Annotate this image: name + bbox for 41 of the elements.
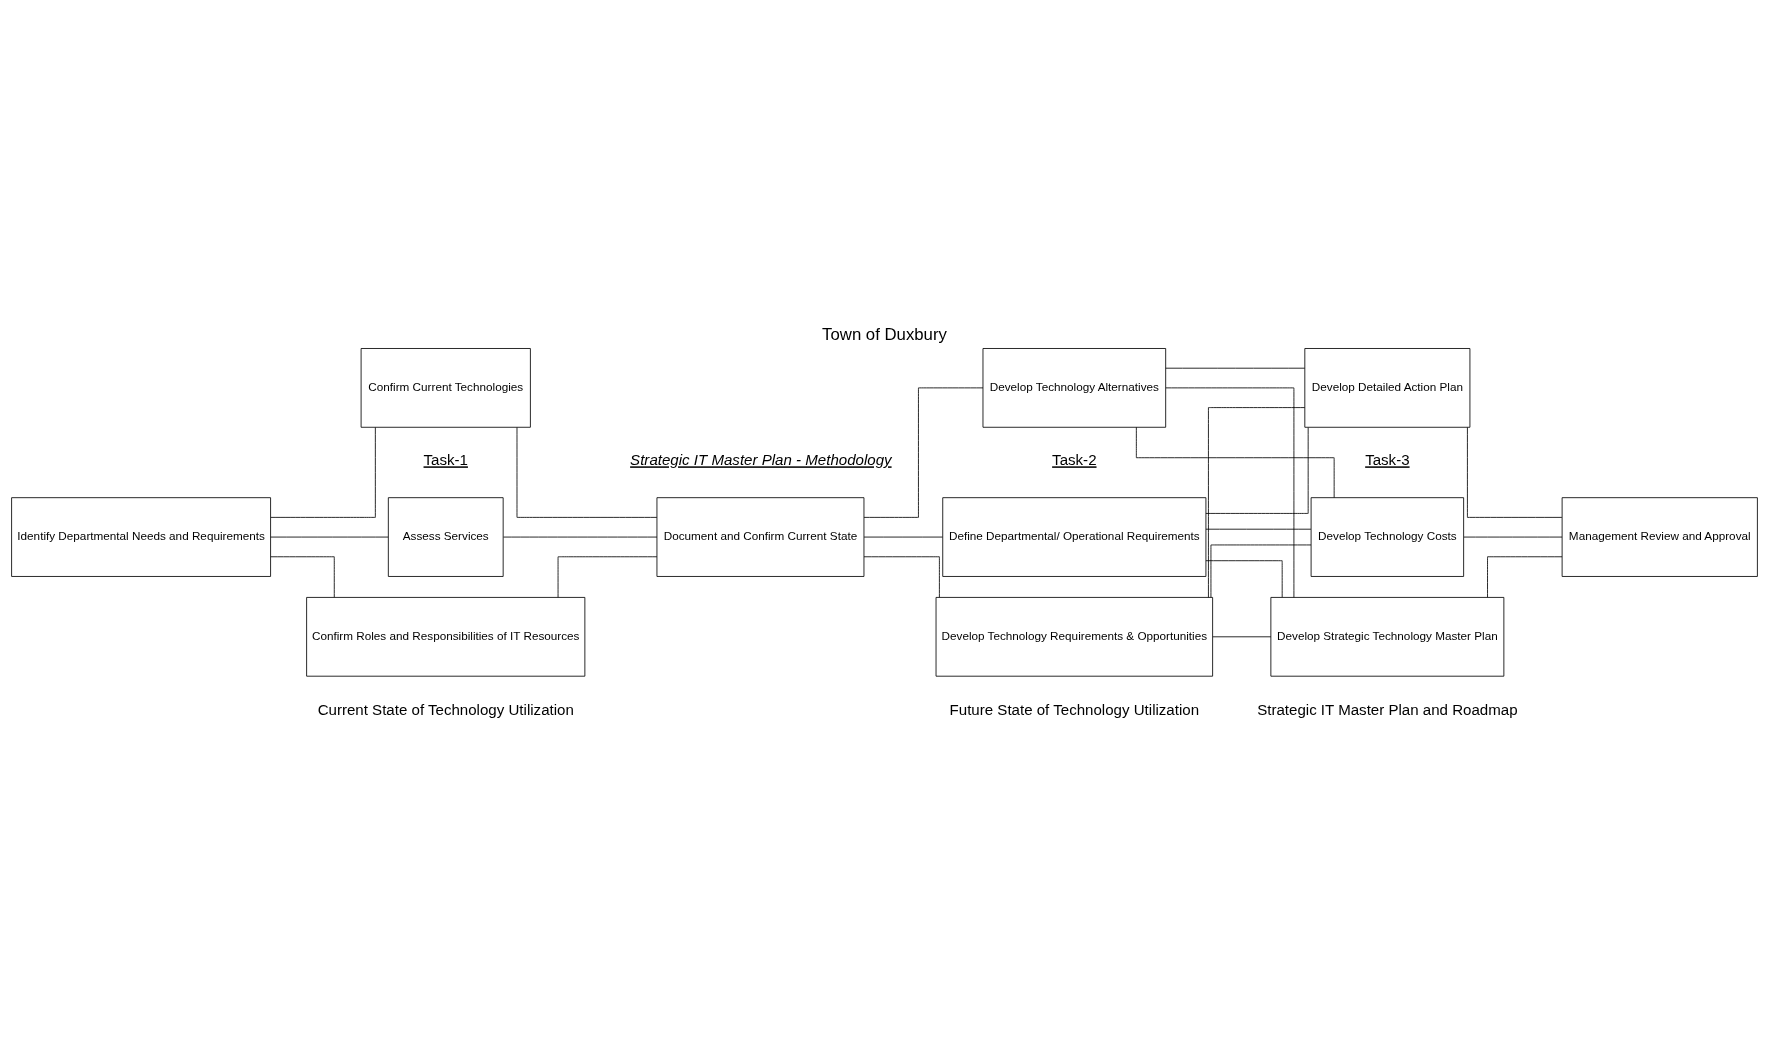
node-box: Develop Technology Alternatives bbox=[982, 348, 1167, 428]
connector bbox=[1165, 387, 1295, 598]
connector bbox=[1208, 407, 1306, 598]
node-box: Management Review and Approval bbox=[1561, 497, 1758, 577]
connector bbox=[863, 387, 984, 518]
node-box: Develop Technology Costs bbox=[1310, 497, 1465, 577]
node-box: Develop Detailed Action Plan bbox=[1304, 348, 1471, 428]
connector bbox=[1205, 427, 1309, 514]
label: Task-1 bbox=[423, 451, 468, 469]
connector bbox=[270, 427, 376, 518]
label: Strategic IT Master Plan and Roadmap bbox=[1257, 701, 1518, 719]
connector bbox=[270, 536, 389, 538]
node-box: Assess Services bbox=[387, 497, 504, 577]
connector bbox=[557, 556, 658, 598]
connector bbox=[1467, 427, 1563, 518]
connector bbox=[1463, 536, 1563, 538]
node-box: Develop Technology Requirements & Opportunities bbox=[935, 597, 1214, 677]
label: Task-3 bbox=[1365, 451, 1410, 469]
connector bbox=[1205, 528, 1312, 530]
connector bbox=[1205, 560, 1283, 598]
label: Task-2 bbox=[1052, 451, 1097, 469]
node-box: Confirm Current Technologies bbox=[360, 348, 531, 428]
connector bbox=[863, 536, 943, 538]
node-box: Document and Confirm Current State bbox=[656, 497, 865, 577]
node-box: Develop Strategic Technology Master Plan bbox=[1270, 597, 1505, 677]
connector bbox=[1135, 426, 1335, 499]
node-box: Define Departmental/ Operational Requirements bbox=[942, 497, 1207, 577]
connector bbox=[1165, 367, 1306, 369]
label: Strategic IT Master Plan - Methodology bbox=[630, 451, 892, 469]
label: Current State of Technology Utilization bbox=[317, 701, 574, 719]
connector bbox=[863, 556, 940, 598]
node-box: Identify Departmental Needs and Requirements bbox=[11, 497, 271, 577]
diagram-title: Town of Duxbury bbox=[822, 325, 947, 345]
connector bbox=[1212, 636, 1272, 638]
connector bbox=[1487, 556, 1563, 598]
connector bbox=[503, 536, 658, 538]
connector bbox=[516, 427, 658, 518]
label: Future State of Technology Utilization bbox=[949, 701, 1200, 719]
connector bbox=[1210, 544, 1312, 598]
node-box: Confirm Roles and Responsibilities of IT Resources bbox=[306, 597, 586, 677]
connector bbox=[270, 556, 335, 598]
